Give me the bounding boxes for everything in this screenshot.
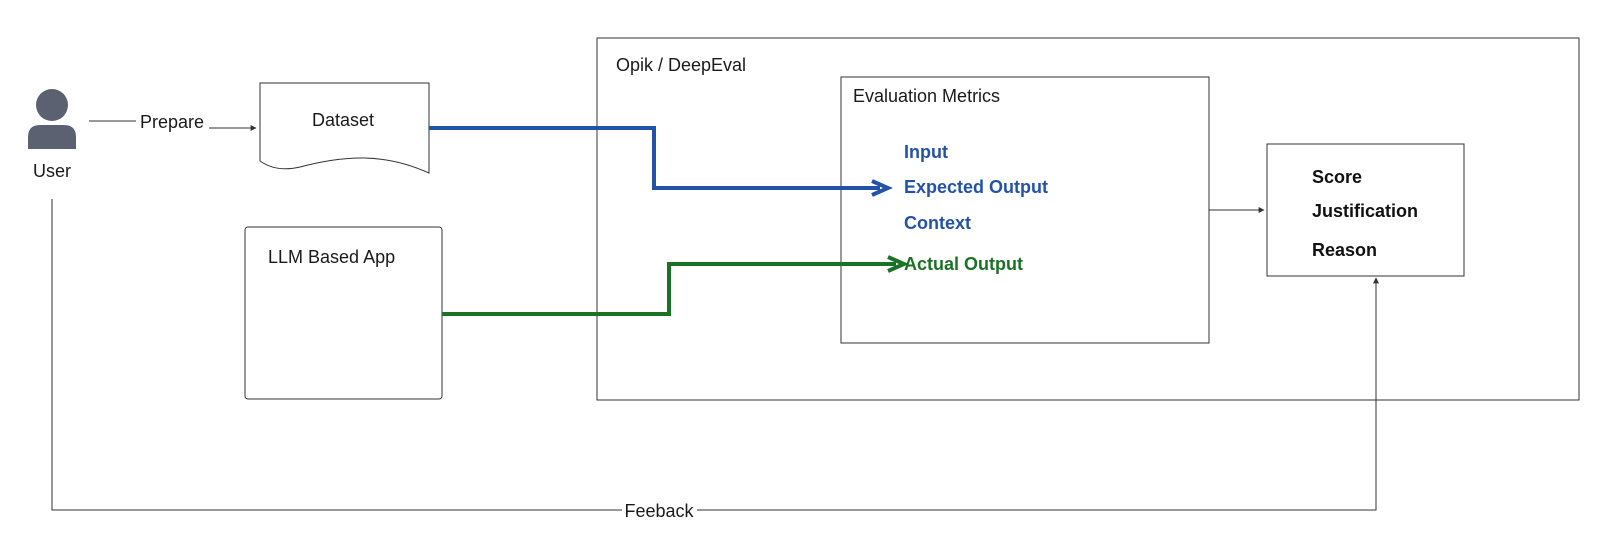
results-box: [1266, 143, 1465, 277]
result-reason: Reason: [1312, 240, 1377, 260]
llm-app-label: LLM Based App: [268, 247, 395, 267]
app-to-metrics-connector: [442, 255, 909, 316]
framework-label: Opik / DeepEval: [616, 55, 746, 75]
prepare-label: Prepare: [140, 112, 204, 132]
dataset-shape: [259, 82, 430, 174]
metric-actual-output: Actual Output: [904, 254, 1023, 274]
result-score: Score: [1312, 167, 1362, 187]
metric-input: Input: [904, 142, 948, 162]
metric-expected-output: Expected Output: [904, 177, 1048, 197]
prepare-connector: [89, 120, 257, 131]
user-icon: [28, 89, 76, 149]
evaluation-metrics-box: [840, 76, 1210, 344]
feedback-connector: [51, 199, 1379, 511]
dataset-label: Dataset: [312, 110, 374, 130]
result-justification: Justification: [1312, 201, 1418, 221]
framework-box: [596, 37, 1580, 401]
user-label: User: [33, 161, 71, 181]
feedback-label: Feeback: [624, 501, 694, 521]
metric-context: Context: [904, 213, 971, 233]
dataset-to-metrics-connector: [429, 126, 893, 197]
evaluation-metrics-title: Evaluation Metrics: [853, 86, 1000, 106]
